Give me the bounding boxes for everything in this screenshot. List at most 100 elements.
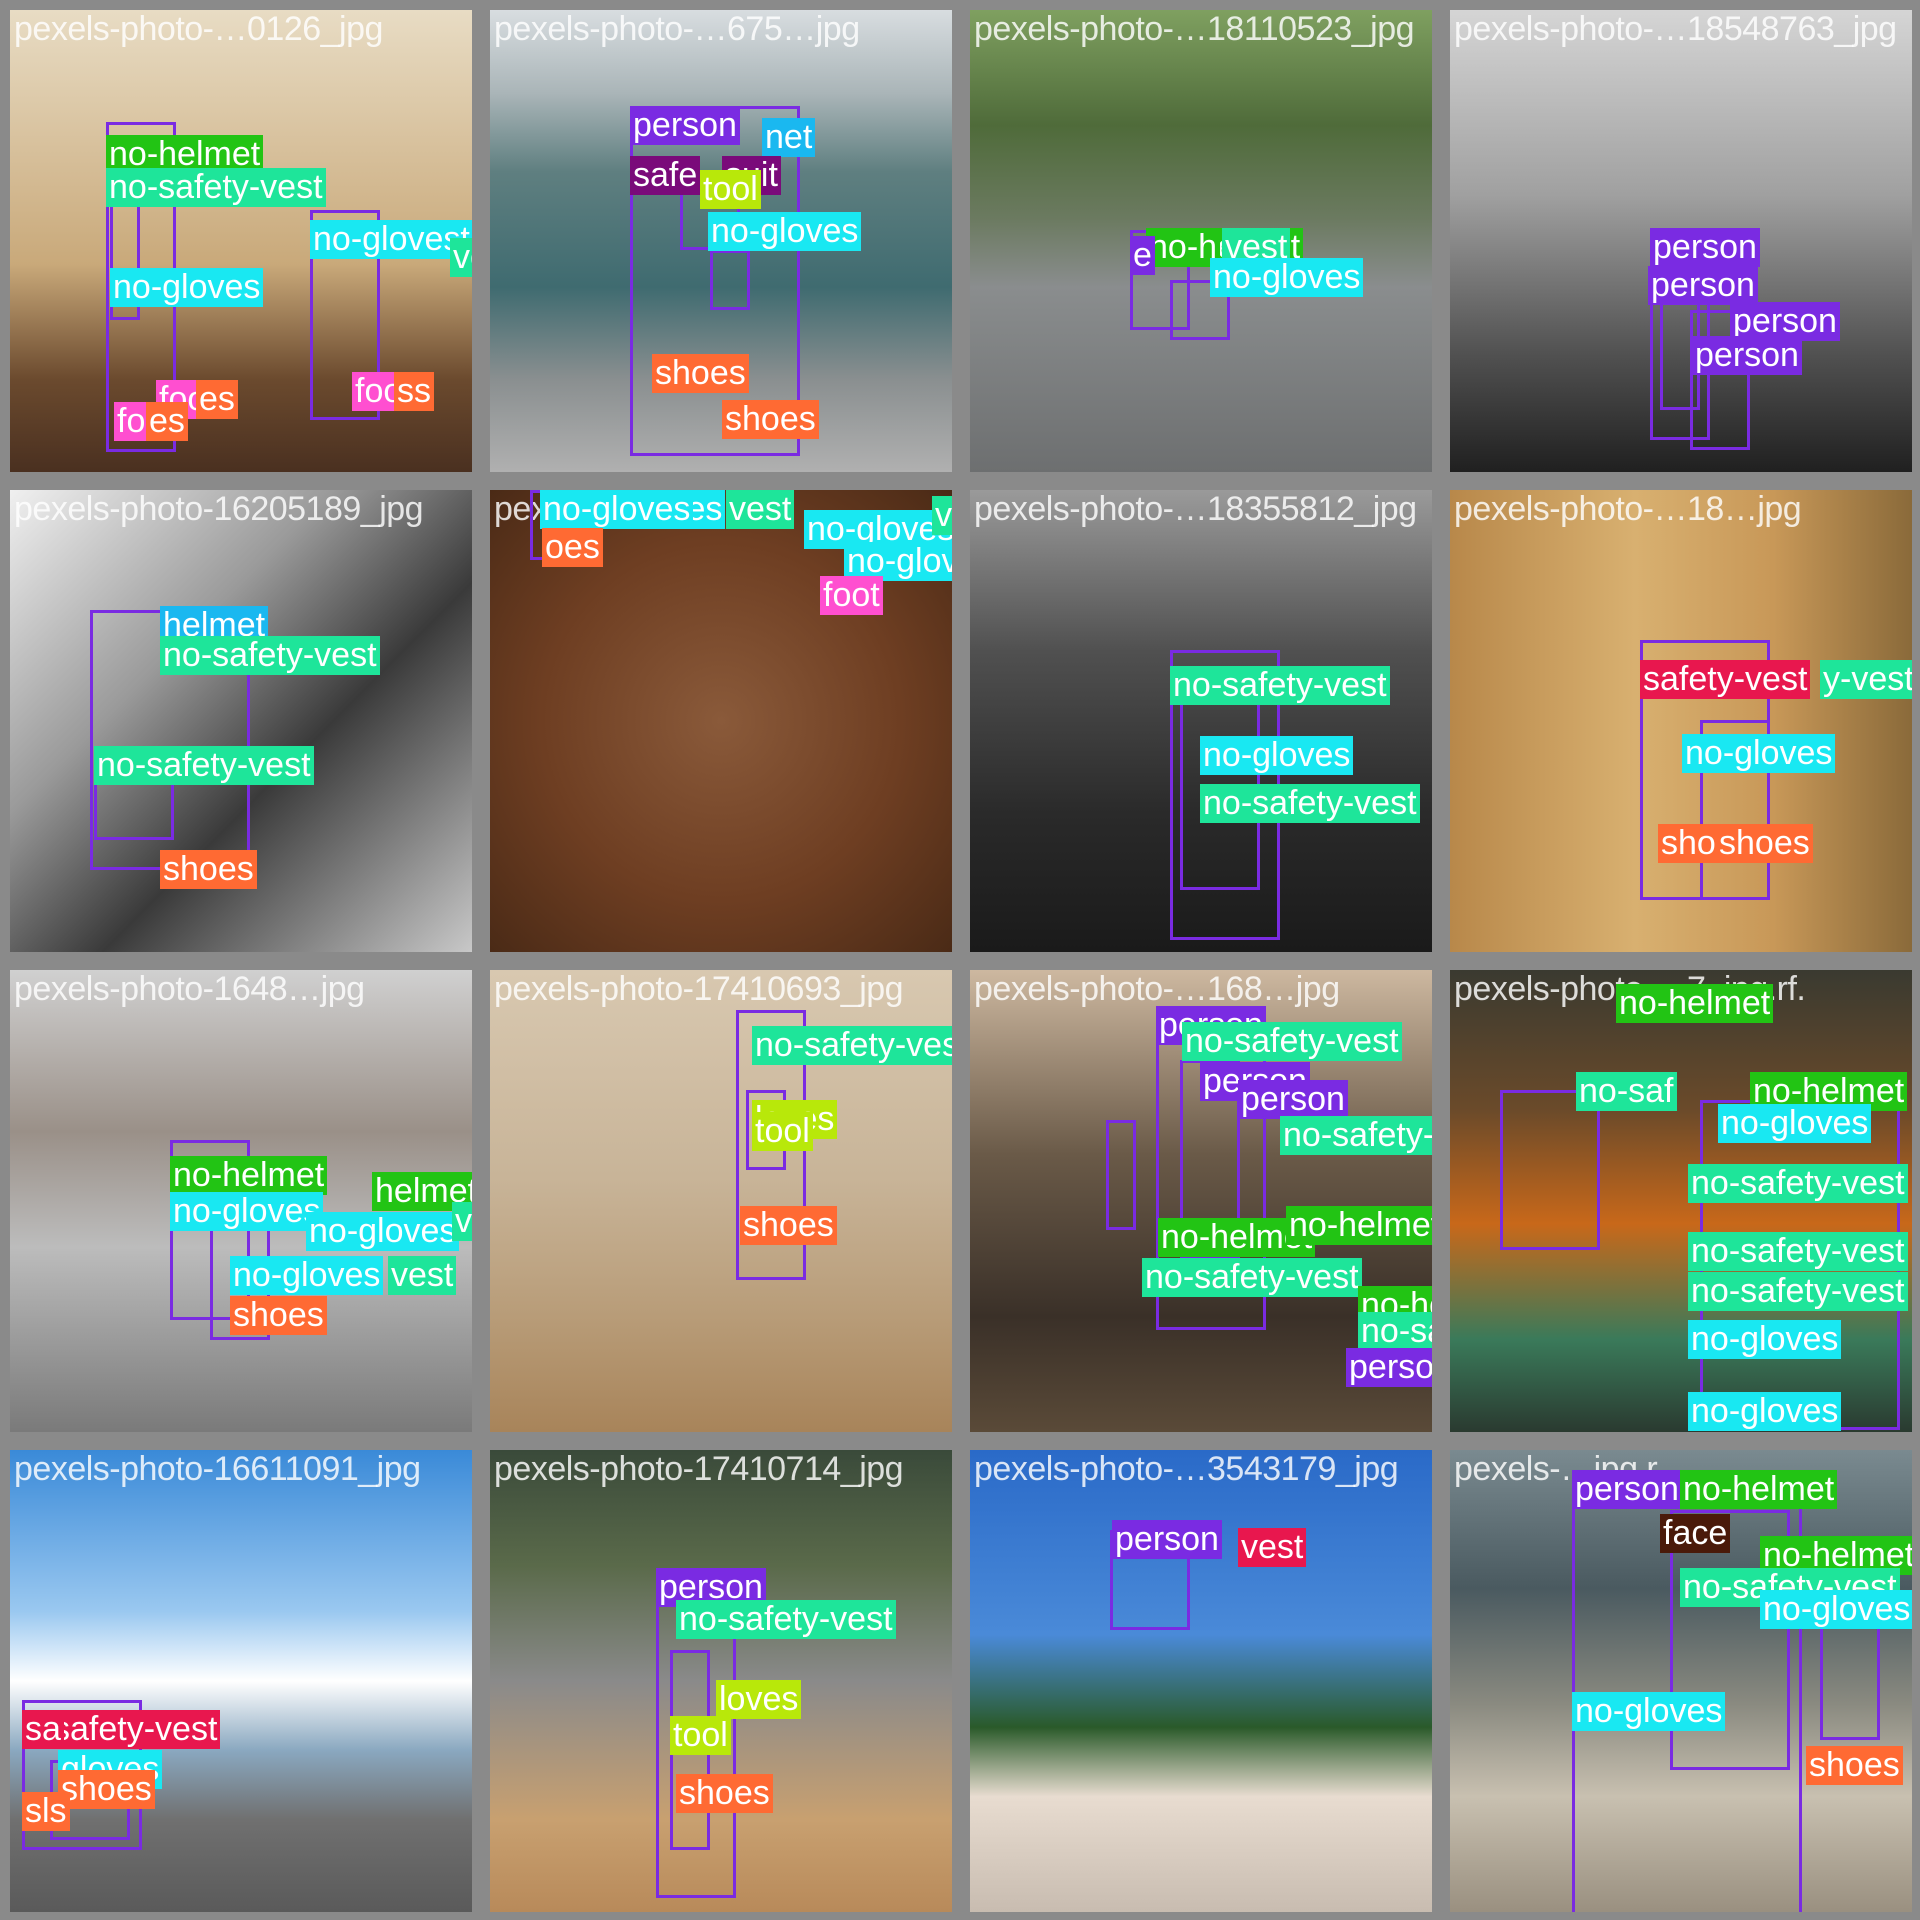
tile-filename: pexels-photo-…168…jpg	[974, 970, 1340, 1008]
detection-label-foot: fo	[114, 402, 149, 441]
detection-label-person: person	[1346, 1348, 1432, 1387]
detection-label-shoes: shoes	[740, 1206, 837, 1245]
detection-label-shoes: shoes	[652, 354, 749, 393]
detection-label-shoes: es	[146, 402, 188, 441]
bounding-box	[1670, 1510, 1790, 1770]
detection-label-no-helmet: no-helmet	[1286, 1206, 1432, 1245]
detection-label-shoes: shoes	[160, 850, 257, 889]
detection-label-person: person	[1650, 228, 1760, 267]
detection-label-no-gloves: no-gloves	[708, 212, 862, 251]
detection-label-person: e	[1130, 236, 1155, 275]
detection-label-no-safety-vest: no-safety-vest	[94, 746, 314, 785]
tile-filename: pexels-photo-…0126_jpg	[14, 10, 383, 48]
detection-label-safety-vest: sa	[22, 1710, 64, 1749]
detection-label-tool: tool	[670, 1716, 731, 1755]
bounding-box	[310, 210, 380, 420]
detection-label-face: face	[1660, 1514, 1731, 1553]
detection-tile: personno-safety-vestpersonpersonno-safet…	[970, 970, 1432, 1432]
tile-filename: pexels-photo-…675…jpg	[494, 10, 860, 48]
detection-label-no-safety-vest: no-safety-vest	[160, 636, 380, 675]
detection-tile: no-glovesvestno-glovesoesno-glovesvestno…	[490, 490, 952, 952]
detection-label-safety-suit: safe	[630, 156, 701, 195]
tile-filename: pexels-photo-17410714_jpg	[494, 1450, 904, 1488]
detection-label-no-safety-vest: no-safety-vest	[1358, 1312, 1432, 1351]
detection-label-no-safety-vest: no-safety-vest	[1688, 1232, 1908, 1271]
detection-label-shoes: shoes	[722, 400, 819, 439]
tile-filename: pexels-photo-16611091_jpg	[14, 1450, 421, 1488]
detection-label-no-safety-vest: no-safety-vest	[1170, 666, 1390, 705]
detection-label-no-safety-vest: no-saf	[1576, 1072, 1677, 1111]
detection-label-no-gloves: no-gloves	[1572, 1692, 1726, 1731]
detection-label-no-safety-vest: no-safety-vest	[106, 168, 326, 207]
detection-label-no-gloves: no-gloves	[1688, 1320, 1842, 1359]
bounding-box	[710, 250, 750, 310]
detection-label-person: person	[1112, 1520, 1222, 1559]
detection-label-shoes: ss	[394, 372, 434, 411]
detection-label-no-gloves: no-gloves	[1688, 1392, 1842, 1431]
detection-label-helmet: net	[762, 118, 816, 157]
tile-filename: pexels-photo-…18…jpg	[1454, 490, 1802, 528]
detection-label-no-helmet: no-h	[1146, 228, 1221, 267]
bounding-box	[1170, 280, 1230, 340]
detection-label-no-safety-vest: no-safety-vest	[1280, 1116, 1432, 1155]
detection-label-no-gloves: no-gloves	[540, 490, 694, 529]
detection-label-no-safety-vest: vest	[388, 1256, 457, 1295]
detection-tile: person vest pexels-photo-…3543179_jpg	[970, 1450, 1432, 1912]
detection-label-no-gloves: no-gloves	[844, 542, 952, 581]
detection-label-shoes: es	[196, 380, 238, 419]
tile-filename: pexels-photo-…18355812_jpg	[974, 490, 1417, 528]
detection-label-shoes: oes	[542, 528, 603, 567]
bounding-box	[1106, 1120, 1136, 1230]
detection-label-shoes: shoes	[230, 1296, 327, 1335]
detection-label-no-gloves: no-glovest	[310, 220, 472, 259]
detection-label-no-safety-vest: vest	[452, 1202, 472, 1241]
detection-label-no-gloves: no-gloves	[110, 268, 264, 307]
detection-label-shoes: shoes	[1806, 1746, 1903, 1785]
detection-label-tool: tool	[752, 1112, 813, 1151]
detection-label-no-helmet: no-helmet	[1616, 984, 1774, 1023]
detection-label-no-safety-vest: vest	[932, 496, 952, 535]
tile-filename: pexels-photo-…18548763_jpg	[1454, 10, 1897, 48]
detection-label-no-gloves: no-gloves	[1200, 736, 1354, 775]
detection-label-person: person	[630, 106, 740, 145]
detection-label-no-gloves: no-gloves	[1210, 258, 1364, 297]
detection-label-shoes: shoes	[676, 1774, 773, 1813]
detection-label-person: person	[1572, 1470, 1682, 1509]
detection-label-no-safety-vest: no-safety-vest	[1688, 1164, 1908, 1203]
detection-label-tool: loves	[716, 1680, 802, 1719]
bounding-box	[1700, 720, 1770, 900]
detection-label-no-helmet: no-helmet	[106, 135, 264, 174]
detection-label-no-safety-vest: vest	[726, 490, 795, 529]
detection-label-person: person	[1238, 1080, 1348, 1119]
detection-label-person: person	[1730, 302, 1840, 341]
tile-filename: pexels-photo-16205189_jpg	[14, 490, 424, 528]
detection-label-no-gloves: no-gloves	[1718, 1104, 1872, 1143]
detection-label-no-safety-vest: no-safety-vest	[1142, 1258, 1362, 1297]
tile-filename: pexels-photo-…3543179_jpg	[974, 1450, 1399, 1488]
detection-label-safety-vest: vest	[1238, 1528, 1307, 1567]
detection-label-foot: foot	[820, 576, 883, 615]
detection-label-no-gloves: no-gloves	[306, 1212, 460, 1251]
detection-tile: no-safety-vestlovestoolshoespexels-photo…	[490, 970, 952, 1432]
detection-label-no-gloves: no-gloves	[230, 1256, 384, 1295]
bounding-box	[1690, 310, 1750, 450]
detection-label-no-helmet: no-helmet	[170, 1156, 328, 1195]
detection-label-no-gloves: no-gloves	[170, 1192, 324, 1231]
detection-label-no-helmet: no-helmet	[1680, 1470, 1838, 1509]
detection-label-safety-vest: safety-vest	[50, 1710, 221, 1749]
detection-label-no-safety-vest: vest	[450, 238, 472, 277]
detection-label-no-safety-vest: no-safety-vest	[676, 1600, 896, 1639]
detection-label-person: person	[1648, 266, 1758, 305]
detection-label-no-safety-vest: no-safety-vest	[1688, 1272, 1908, 1311]
detection-label-safety-vest: safety-vest	[1640, 660, 1811, 699]
